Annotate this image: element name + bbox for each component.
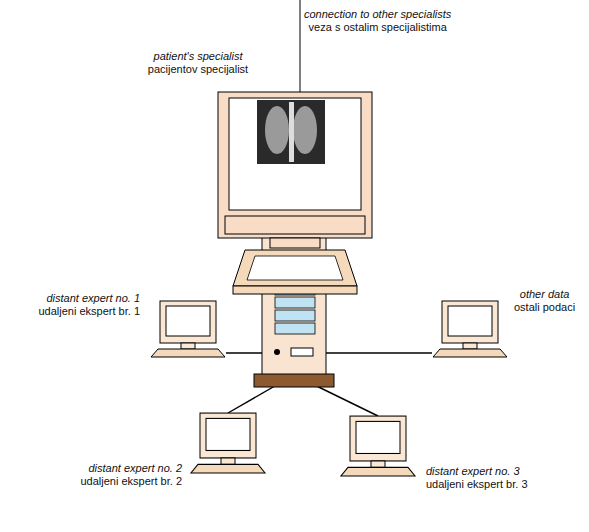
monitor-frame: [350, 416, 406, 461]
croatian-label: ostali podaci: [514, 301, 575, 314]
drive-bay: [275, 310, 315, 321]
uplink-line: [300, 0, 301, 92]
drive-bay: [275, 297, 315, 308]
xray-lung: [293, 106, 317, 154]
monitor-frame: [160, 301, 216, 343]
node-caption: distant expert no. 1udaljeni ekspert br.…: [38, 292, 140, 318]
node-caption: other dataostali podaci: [514, 288, 575, 314]
xray-spine: [289, 102, 294, 162]
computer-icon: [188, 412, 268, 474]
computer-icon: [215, 90, 375, 390]
monitor-bezel: [225, 216, 365, 234]
monitor-screen: [166, 306, 210, 336]
drive-bay: [275, 323, 315, 334]
monitor-frame: [218, 92, 372, 238]
node-caption: distant expert no. 3udaljeni ekspert br.…: [426, 465, 528, 491]
remote-terminal: other dataostali podaci: [430, 300, 510, 358]
uplink-label: connection to other specialistsveza s os…: [304, 8, 451, 34]
keyboard-base: [233, 286, 357, 294]
keyboard: [433, 349, 507, 357]
monitor-stand: [463, 343, 477, 349]
uplink-text: connection to other specialists: [304, 8, 451, 21]
computer-icon: [148, 300, 228, 358]
keyboard: [151, 349, 225, 357]
power-button: [274, 349, 280, 355]
keyboard: [341, 467, 415, 476]
monitor-screen: [206, 418, 250, 450]
tower-base: [254, 374, 334, 387]
monitor-frame: [200, 413, 256, 458]
workstation: patient's specialistpacijentov specijali…: [215, 90, 375, 390]
remote-terminal: distant expert no. 2udaljeni ekspert br.…: [188, 412, 268, 474]
english-label: distant expert no. 1: [38, 292, 140, 305]
uplink-text: veza s ostalim specijalistima: [304, 21, 451, 34]
english-label: patient's specialist: [148, 50, 248, 63]
xray-image: [257, 100, 325, 164]
computer-icon: [430, 300, 510, 358]
floppy-slot: [291, 348, 313, 356]
monitor-stand: [181, 343, 195, 349]
monitor-stand: [270, 238, 320, 248]
keyboard: [233, 250, 357, 286]
croatian-label: udaljeni ekspert br. 1: [38, 305, 140, 318]
remote-terminal: distant expert no. 1udaljeni ekspert br.…: [148, 300, 228, 358]
croatian-label: udaljeni ekspert br. 3: [426, 478, 528, 491]
monitor-screen: [356, 421, 400, 453]
remote-terminal: distant expert no. 3udaljeni ekspert br.…: [338, 415, 418, 477]
computer-icon: [338, 415, 418, 477]
keyboard: [191, 464, 265, 473]
monitor-frame: [442, 301, 498, 343]
croatian-label: udaljeni ekspert br. 2: [80, 475, 182, 488]
english-label: other data: [514, 288, 575, 301]
monitor-stand: [221, 458, 235, 464]
monitor-screen: [448, 306, 492, 336]
english-label: distant expert no. 3: [426, 465, 528, 478]
monitor-screen: [229, 98, 361, 210]
croatian-label: pacijentov specijalist: [148, 63, 248, 76]
node-caption: patient's specialistpacijentov specijali…: [148, 50, 248, 76]
node-caption: distant expert no. 2udaljeni ekspert br.…: [80, 462, 182, 488]
monitor-stand: [371, 461, 385, 467]
english-label: distant expert no. 2: [80, 462, 182, 475]
keyboard-keys: [247, 256, 343, 280]
xray-lung: [265, 106, 289, 154]
